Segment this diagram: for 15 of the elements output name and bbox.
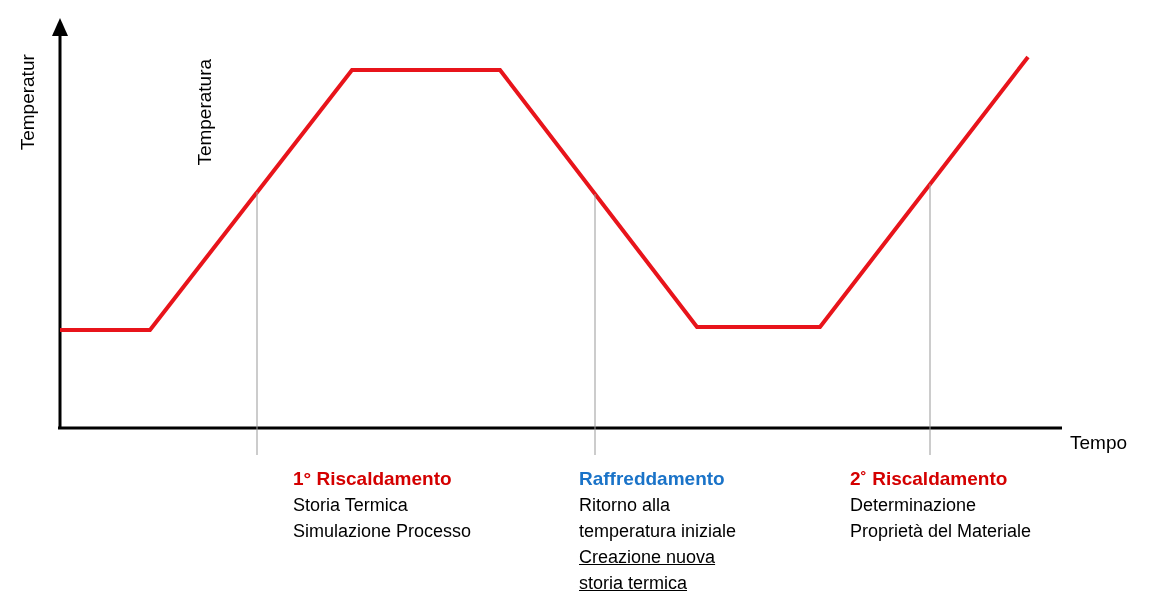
axis-label: Tempo [1070, 431, 1128, 455]
axis-label: Temperatur [15, 53, 39, 153]
phase-description: Creazione nuova storia termica [579, 546, 717, 595]
phase-heading: Raffreddamento [579, 467, 726, 491]
phase-description: Storia Termica [293, 494, 409, 517]
phase-heading: 1° Riscaldamento [293, 467, 453, 491]
leader-line [929, 183, 931, 456]
phase-description: Proprietà del Materiale [850, 520, 1033, 543]
phase-heading: 2˚ Riscaldamento [850, 467, 1009, 491]
leader-line [594, 193, 596, 456]
leader-line [256, 191, 258, 456]
phase-description: Ritorno alla temperatura iniziale [579, 494, 738, 543]
phase-description: Determinazione [850, 494, 978, 517]
axis-label: Temperatura [192, 57, 216, 168]
phase-description: Simulazione Processo [293, 520, 473, 543]
